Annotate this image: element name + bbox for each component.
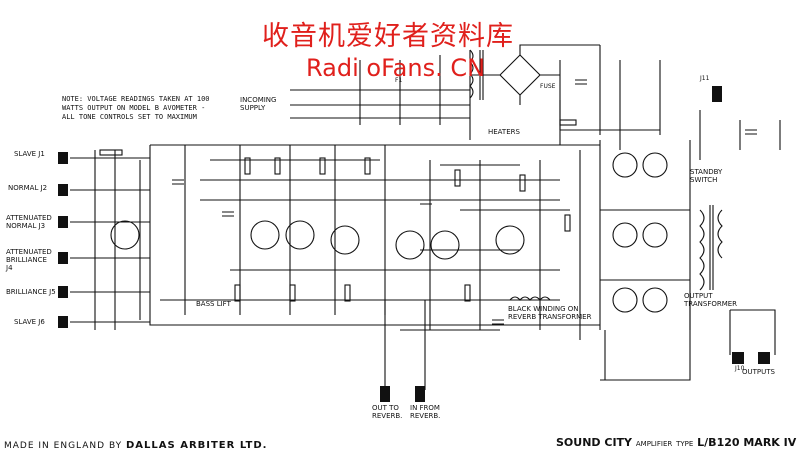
amplifier-word: AMPLIFIER	[635, 440, 673, 448]
svg-text:F1: F1	[395, 77, 402, 84]
voltage-note: NOTE: VOLTAGE READINGS TAKEN AT 100 WATT…	[62, 95, 210, 121]
input-label-normal-j2: NORMAL J2	[8, 184, 48, 192]
heaters-label: HEATERS	[488, 128, 520, 136]
svg-text:J10: J10	[734, 365, 745, 372]
maker-prefix: MADE IN ENGLAND BY	[4, 441, 123, 451]
reverb-transformer	[509, 296, 551, 301]
model-number: L/B120 MARK IV	[697, 436, 797, 449]
watermark-chinese: 收音机爱好者资料库	[262, 21, 514, 52]
standby-switch-label: STANDBY SWITCH	[690, 168, 723, 184]
incoming-supply-label: INCOMING SUPPLY	[240, 96, 277, 112]
input-label-brilliance-j5: BRILLIANCE J5	[6, 288, 56, 296]
input-label-attenuated-normal-j3: ATTENUATED NORMAL J3	[6, 214, 52, 230]
input-label-attenuated-brilliance-j4: ATTENUATED BRILLIANCE J4	[6, 248, 52, 272]
output-transformer-label: OUTPUT TRANSFORMER	[684, 292, 738, 308]
maker-name: DALLAS ARBITER LTD.	[126, 440, 268, 451]
manufacturer-line: MADE IN ENGLAND BY DALLAS ARBITER LTD.	[4, 440, 267, 451]
bass-lift-label: BASS LIFT	[196, 300, 231, 308]
outputs-label: OUTPUTS	[742, 368, 775, 376]
reverb-transformer-note: BLACK WINDING ON REVERB TRANSFORMER	[508, 305, 592, 321]
input-label-slave-j6: SLAVE J6	[14, 318, 45, 326]
in-from-reverb-label: IN FROM REVERB.	[410, 404, 441, 420]
input-label-slave-j1: SLAVE J1	[14, 150, 45, 158]
brand-name: SOUND CITY	[556, 436, 633, 449]
type-word: TYPE	[676, 440, 694, 448]
bridge-rectifier	[499, 54, 541, 96]
out-to-reverb-label: OUT TO REVERB.	[372, 404, 403, 420]
watermark-site: Radi oFans. CN	[306, 54, 486, 82]
svg-text:FUSE: FUSE	[540, 83, 556, 90]
svg-text:J11: J11	[699, 75, 710, 82]
model-title: SOUND CITY AMPLIFIER TYPE L/B120 MARK IV	[556, 436, 796, 449]
